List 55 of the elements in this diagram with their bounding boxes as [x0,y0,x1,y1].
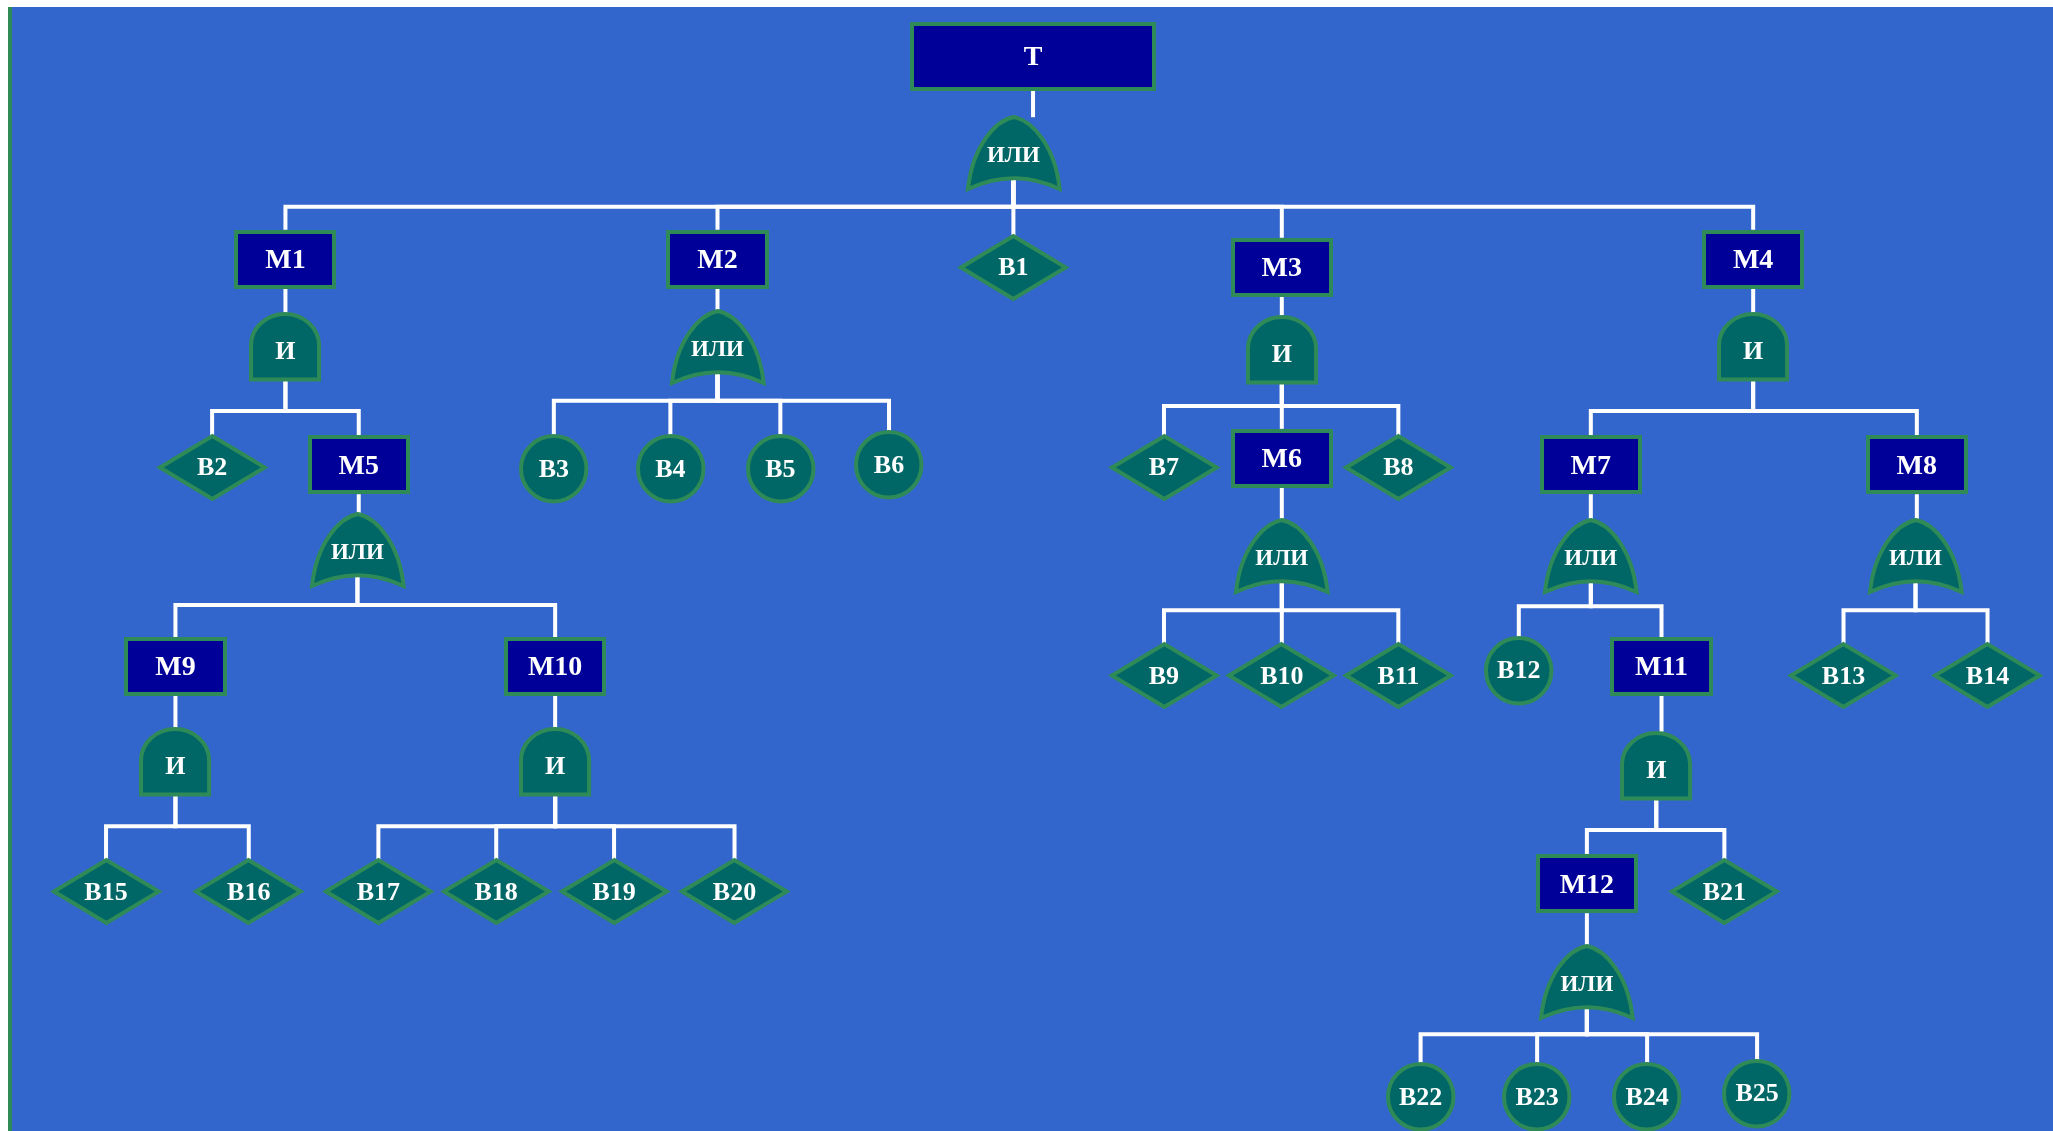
connector-line [1751,288,1756,315]
or-gate: ИЛИ [1236,520,1328,593]
basic-event-circle: В12 [1486,637,1552,704]
basic-event-circle: В6 [856,432,922,498]
connector-line [1279,487,1284,521]
and-gate: И [251,314,320,380]
event-box: М2 [666,229,769,289]
and-gate: И [1247,316,1316,383]
connector-line [553,695,558,730]
connector-line [1031,91,1036,118]
or-gate: ИЛИ [1545,520,1637,593]
event-box: М10 [504,636,607,696]
connector-line [355,575,558,637]
connector-line [283,379,361,436]
basic-event-circle: В3 [521,436,587,502]
connector-line [715,288,720,311]
event-box: М6 [1230,428,1333,488]
basic-event-circle: В25 [1724,1060,1790,1126]
connector-line [1751,379,1919,436]
top-event-box: Т [909,21,1157,91]
event-box: М1 [234,229,337,289]
connector-line [1279,382,1401,436]
and-gate: И [1719,314,1788,380]
connector-line [1588,494,1593,521]
connector-line [1584,913,1589,946]
connector-line [1914,494,1919,521]
event-box: М7 [1539,435,1642,495]
or-gate: ИЛИ [1869,520,1962,593]
connector-line [1011,178,1756,230]
connector-line [1654,798,1727,861]
or-gate: ИЛИ [967,117,1060,190]
event-box: М8 [1865,435,1968,495]
event-box: М4 [1702,229,1805,289]
connector-line [283,288,288,315]
connector-line [1588,581,1664,637]
event-box: М11 [1610,636,1713,696]
event-box: М5 [307,435,410,495]
connector-line [715,372,891,433]
connector-line [1279,296,1284,317]
event-box: М3 [1230,237,1333,297]
and-gate: И [1622,733,1691,799]
connector-line [1279,581,1401,645]
event-box: М12 [1535,854,1638,914]
connector-line [356,494,361,514]
event-box: М9 [124,636,227,696]
and-gate: И [141,729,210,795]
connector-line [173,695,178,730]
basic-event-circle: В4 [637,436,704,502]
and-gate: И [521,729,590,795]
basic-event-circle: В5 [747,436,814,502]
connector-line [1913,581,1990,645]
connector-line [1659,695,1664,734]
connector-line [1584,1007,1760,1061]
connector-line [553,794,737,861]
connector-line [173,794,251,861]
